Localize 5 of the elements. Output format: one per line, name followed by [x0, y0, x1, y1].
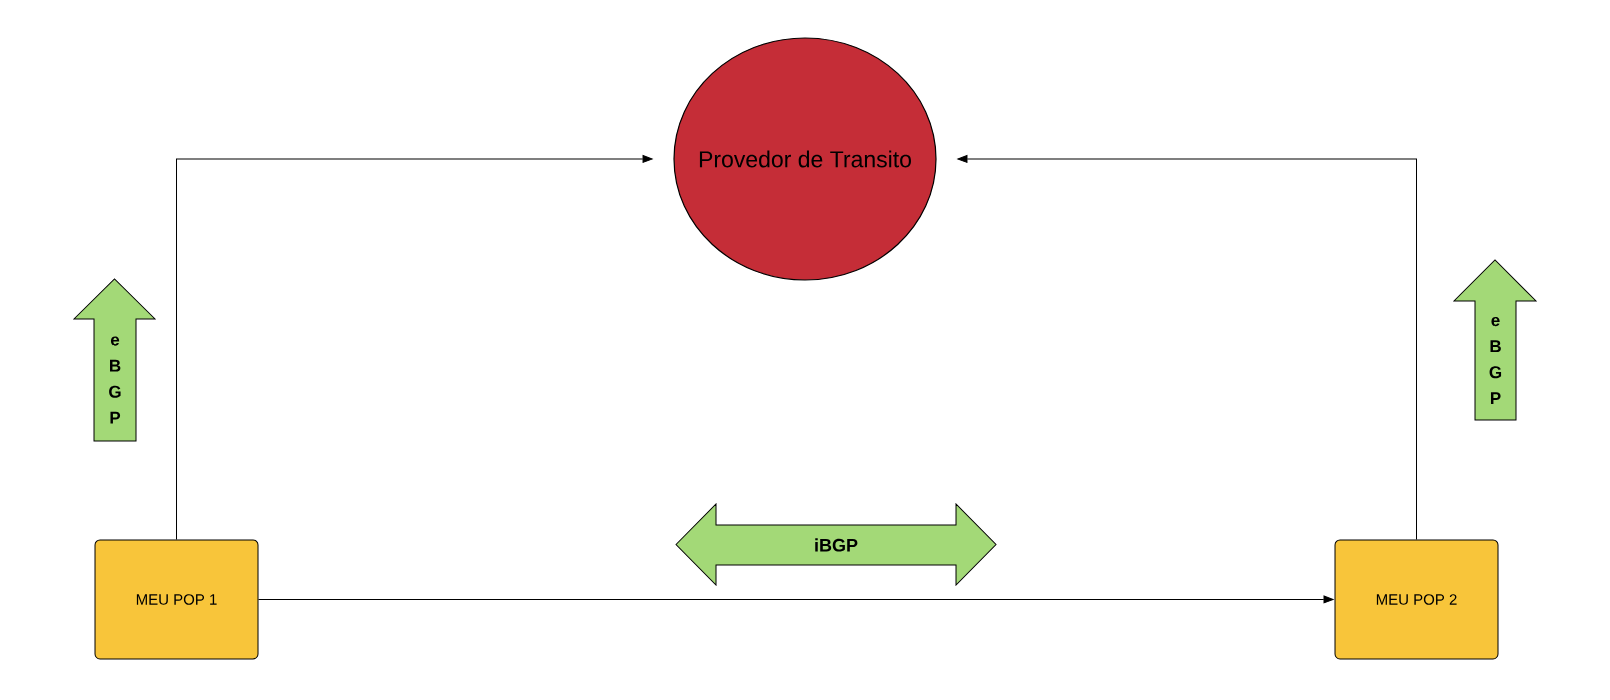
arrow: [258, 595, 1334, 604]
arrow: [957, 155, 1417, 540]
pop-box: MEU POP 1: [94, 539, 259, 660]
arrow: [176, 155, 653, 540]
pop-box: MEU POP 2: [1334, 539, 1499, 660]
